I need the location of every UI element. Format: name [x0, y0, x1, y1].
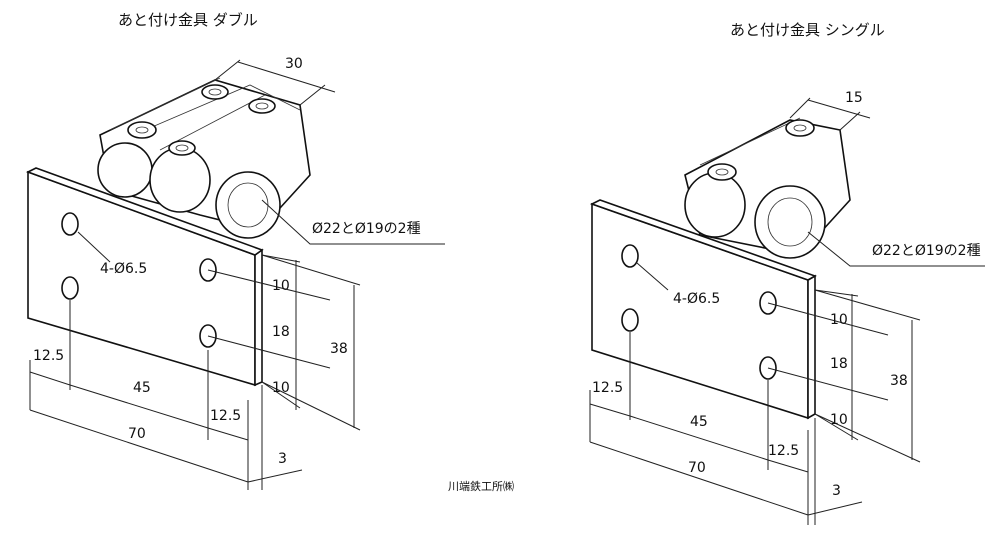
- double-dim-18: 18: [272, 324, 290, 340]
- single-dim-15: 15: [845, 90, 863, 106]
- double-bolt-3: [127, 121, 157, 139]
- double-bracket-drawing: [25, 59, 445, 490]
- double-dim-45: 45: [133, 380, 151, 396]
- double-dim-10a: 10: [272, 278, 290, 294]
- single-dim-10b: 10: [830, 412, 848, 428]
- double-hole-2: [61, 276, 79, 300]
- single-dim-38: 38: [890, 373, 908, 389]
- single-bolt-1: [785, 119, 815, 137]
- double-bolt-1: [201, 84, 229, 100]
- single-dim-12-5-right: 12.5: [768, 443, 799, 459]
- single-title: あと付け金具 シングル: [730, 21, 885, 39]
- double-clamp: [97, 77, 311, 239]
- single-dim-3: 3: [832, 483, 841, 499]
- double-dim-3: 3: [278, 451, 287, 467]
- single-pipe-leader: [807, 231, 985, 267]
- single-plate-edge: [807, 274, 816, 420]
- single-plate-top: [589, 199, 817, 281]
- double-pipe-note: Ø22とØ19の2種: [312, 221, 421, 237]
- double-dimensions: [29, 59, 361, 490]
- maker-label: 川端鉄工所㈱: [448, 479, 514, 493]
- double-bolt-4: [168, 140, 196, 156]
- single-hole-note: 4-Ø6.5: [673, 291, 720, 307]
- single-hole-leader: [636, 262, 669, 291]
- single-hole-1: [621, 244, 639, 268]
- double-dim-30: 30: [285, 56, 303, 72]
- double-hole-1: [61, 212, 79, 236]
- double-plate-top: [25, 167, 264, 256]
- double-dim-70: 70: [128, 426, 146, 442]
- single-hole-2: [621, 308, 639, 332]
- double-title: あと付け金具 ダブル: [118, 11, 258, 29]
- double-pipe-leader: [261, 199, 445, 245]
- double-dim-12-5-left: 12.5: [33, 348, 64, 364]
- single-dimensions: [589, 97, 921, 525]
- single-bolt-2: [707, 163, 737, 181]
- single-bracket-drawing: [589, 97, 985, 525]
- single-dim-18: 18: [830, 356, 848, 372]
- single-pipe-note: Ø22とØ19の2種: [872, 243, 981, 259]
- double-dim-10b: 10: [272, 380, 290, 396]
- single-dim-45: 45: [690, 414, 708, 430]
- double-dim-12-5-right: 12.5: [210, 408, 241, 424]
- single-dim-70: 70: [688, 460, 706, 476]
- double-dim-38: 38: [330, 341, 348, 357]
- double-bolt-2: [248, 98, 276, 114]
- single-clamp: [684, 117, 851, 259]
- double-plate-edge: [254, 248, 263, 387]
- single-dim-12-5-left: 12.5: [592, 380, 623, 396]
- single-dim-10a: 10: [830, 312, 848, 328]
- double-hole-leader: [77, 231, 111, 263]
- double-hole-note: 4-Ø6.5: [100, 261, 147, 277]
